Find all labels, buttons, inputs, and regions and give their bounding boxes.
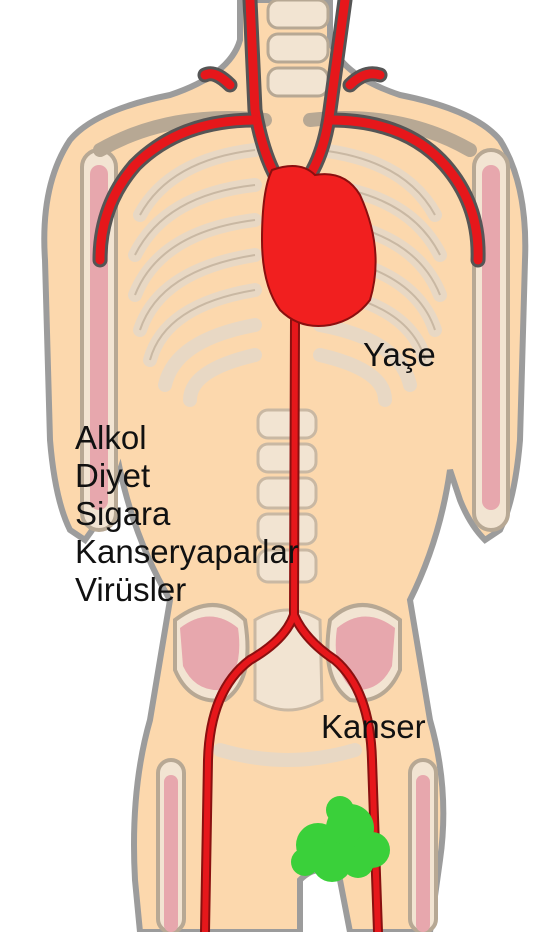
risk-factor-item: Kanseryaparlar xyxy=(75,533,299,571)
left-femur xyxy=(158,760,184,932)
risk-factor-item: Virüsler xyxy=(75,571,299,609)
risk-factor-list: Alkol Diyet Sigara Kanseryaparlar Virüsl… xyxy=(75,419,299,609)
risk-factor-item: Alkol xyxy=(75,419,299,457)
cervical-spine xyxy=(268,0,328,96)
risk-factor-item: Sigara xyxy=(75,495,299,533)
right-femur xyxy=(410,760,436,932)
tumor-label: Kanser xyxy=(321,708,426,746)
heart-label: Yaşe xyxy=(363,336,436,374)
right-humerus xyxy=(474,150,508,530)
risk-factor-item: Diyet xyxy=(75,457,299,495)
